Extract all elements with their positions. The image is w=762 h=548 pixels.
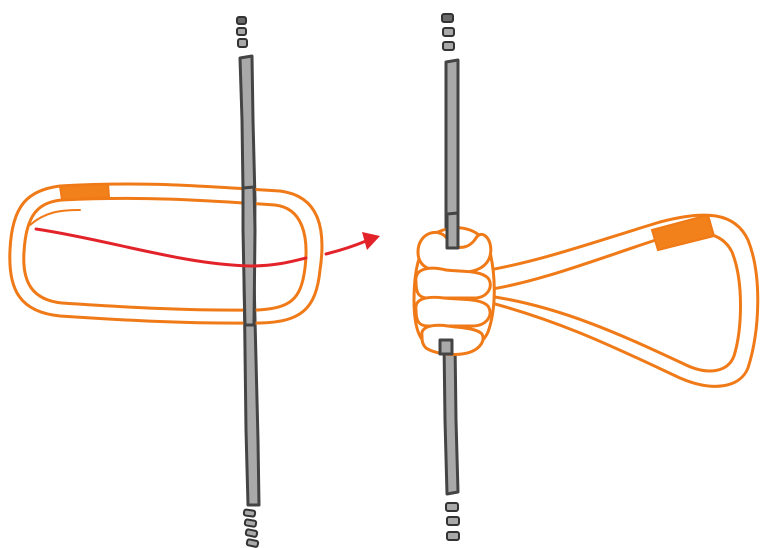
sling-loop-left — [8, 182, 324, 325]
rope-right-upper-visible — [445, 211, 460, 250]
before-panel — [8, 16, 324, 548]
sling-tail-loop — [476, 213, 760, 388]
sling-tag-right — [650, 213, 716, 252]
rope-right-lower-visible — [438, 338, 454, 356]
hitch-wraps — [412, 226, 496, 356]
after-panel — [412, 13, 760, 541]
sling-tag-left — [58, 182, 111, 202]
rope-left-front-segment — [241, 185, 257, 327]
threading-path-line — [34, 227, 308, 268]
transition-arrow-icon — [324, 232, 380, 256]
